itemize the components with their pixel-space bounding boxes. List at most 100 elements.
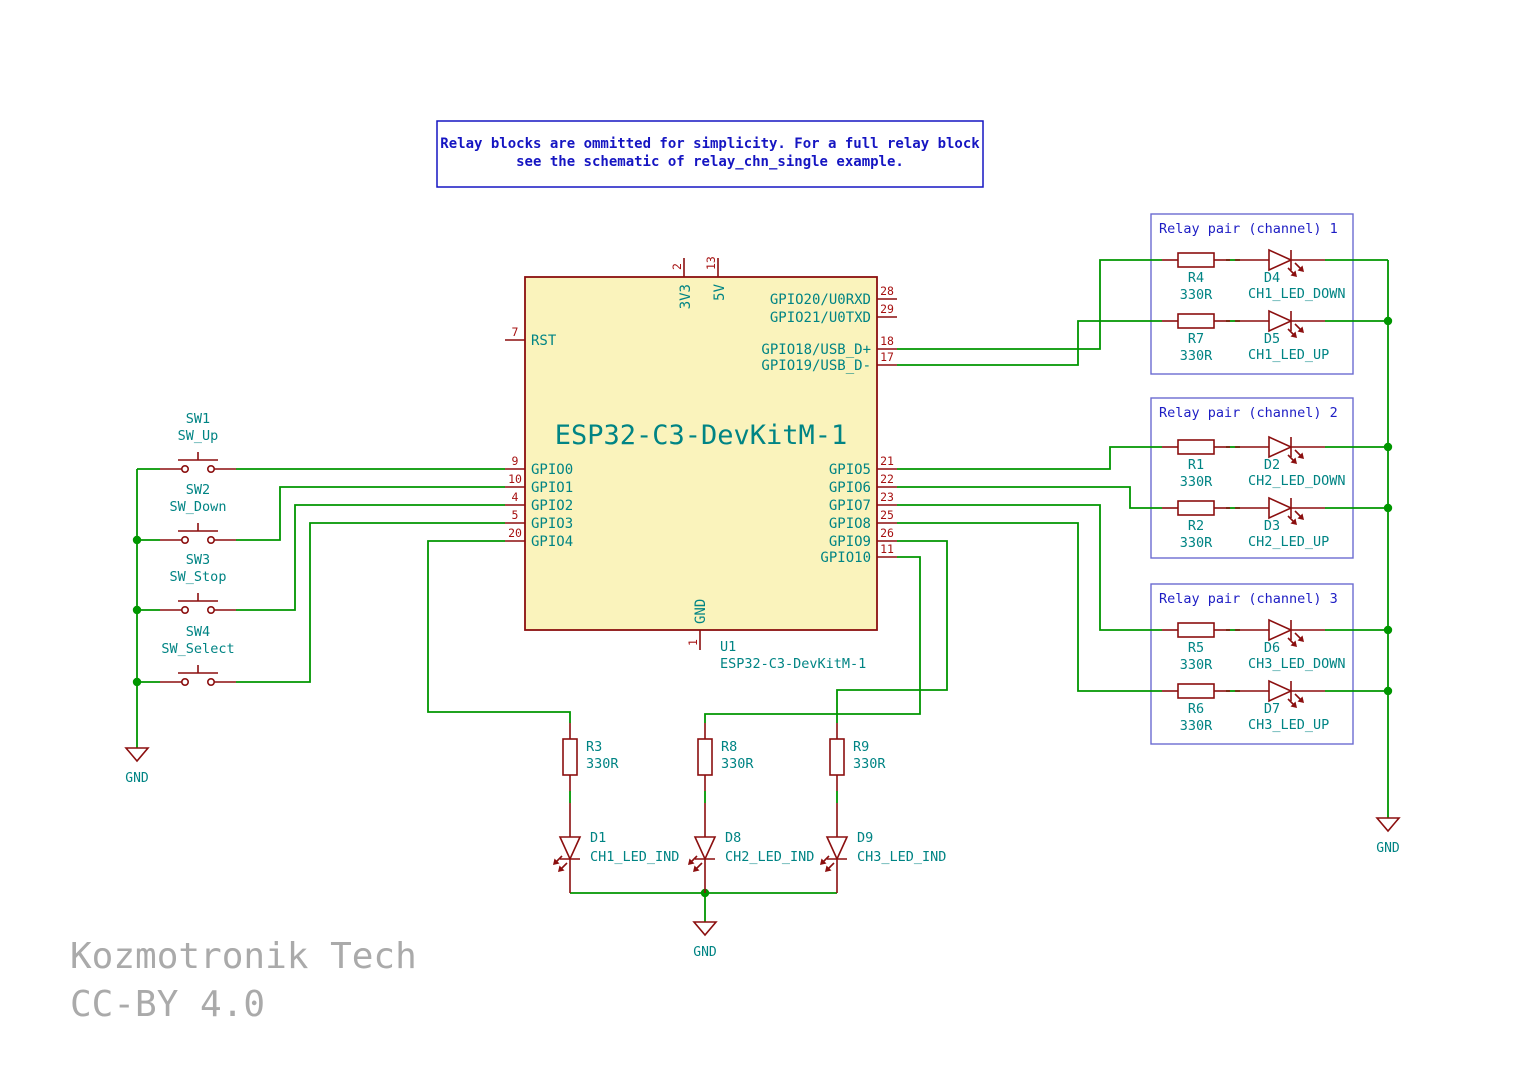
push-button-symbol xyxy=(159,451,237,474)
pin-number: 28 xyxy=(880,284,894,298)
indicator-chain-3: R9 330R D9 CH3_LED_IND xyxy=(820,723,946,893)
pin-number: 7 xyxy=(512,325,519,339)
wire-gpio9-r9 xyxy=(836,540,948,723)
pin-name: GPIO2 xyxy=(531,498,573,514)
footer-line-1: Kozmotronik Tech xyxy=(70,936,417,977)
esp32-symbol: ESP32-C3-DevKitM-1 7 9 10 4 5 20 RST GPI… xyxy=(505,256,897,672)
pin-name: GPIO18/USB_D+ xyxy=(761,342,871,358)
led-ref: D1 xyxy=(590,830,606,846)
pin-number: 29 xyxy=(880,302,894,316)
relay-block-1: R4 330R D4 CH1_LED_DOWN R7 330R D5 CH1_L… xyxy=(1161,249,1346,364)
wire-sw3-gpio2 xyxy=(236,504,505,611)
resistor-value: 330R xyxy=(586,756,619,772)
led-ref: D8 xyxy=(725,830,741,846)
switch-value: SW_Stop xyxy=(170,569,227,585)
note-line-2: see the schematic of relay_chn_single ex… xyxy=(516,154,904,170)
junction-dot xyxy=(132,535,142,545)
pin-number: 13 xyxy=(704,256,718,270)
gnd-right: GND xyxy=(1376,817,1400,856)
junctions xyxy=(132,316,1393,898)
led-value: CH1_LED_DOWN xyxy=(1248,286,1346,302)
pin-number: 10 xyxy=(508,472,522,486)
junction-dot xyxy=(132,605,142,615)
ic-ref: U1 xyxy=(720,639,736,655)
gnd-symbol xyxy=(125,747,149,762)
pin-number: 20 xyxy=(508,526,522,540)
resistor-ref: R2 xyxy=(1188,518,1204,534)
pin-number: 23 xyxy=(880,490,894,504)
switch-sw1: SW1 SW_Up xyxy=(159,411,237,474)
gnd-label: GND xyxy=(125,771,149,786)
switch-sw2: SW2 SW_Down xyxy=(159,482,237,545)
note-box: Relay blocks are ommitted for simplicity… xyxy=(436,120,984,188)
junction-dot xyxy=(1383,686,1393,696)
led-ref: D5 xyxy=(1264,331,1280,347)
resistor-symbol xyxy=(563,723,577,791)
junction-dot xyxy=(1383,625,1393,635)
resistor-ref: R9 xyxy=(853,739,869,755)
pin-name: GPIO10 xyxy=(820,550,871,566)
switch-sw4: SW4 SW_Select xyxy=(159,624,237,687)
led-ref: D7 xyxy=(1264,701,1280,717)
switch-sw3: SW3 SW_Stop xyxy=(159,552,237,615)
pin-name: GPIO9 xyxy=(829,534,871,550)
pin-number: 18 xyxy=(880,334,894,348)
relay-block-2-title: Relay pair (channel) 2 xyxy=(1159,405,1338,421)
pin-number: 5 xyxy=(512,508,519,522)
pin-name: GPIO8 xyxy=(829,516,871,532)
wire-sw2-gpio1 xyxy=(236,486,505,541)
resistor-symbol xyxy=(698,723,712,791)
wire-gpio19-ch1 xyxy=(897,320,1162,366)
gnd-symbol xyxy=(1376,817,1400,832)
relay-block-2: R1 330R D2 CH2_LED_DOWN R2 330R D3 CH2_L… xyxy=(1161,436,1346,551)
switch-ref: SW3 xyxy=(186,552,210,568)
led-value: CH1_LED_IND xyxy=(590,849,679,865)
relay-block-1-title: Relay pair (channel) 1 xyxy=(1159,221,1338,237)
relay-block-frames: Relay pair (channel) 1 Relay pair (chann… xyxy=(1150,213,1354,745)
resistor-ref: R4 xyxy=(1188,270,1204,286)
pin-name: GPIO19/USB_D- xyxy=(761,358,871,374)
resistor-symbol xyxy=(1161,622,1231,638)
led-value: CH2_LED_DOWN xyxy=(1248,473,1346,489)
pin-name: GPIO7 xyxy=(829,498,871,514)
wire-gpio6-ch2 xyxy=(897,486,1162,509)
wire-gpio4-r3 xyxy=(427,540,571,723)
pin-name: GPIO6 xyxy=(829,480,871,496)
resistor-symbol xyxy=(1161,252,1231,268)
pin-number: 25 xyxy=(880,508,894,522)
wire-gpio5-ch2 xyxy=(897,446,1162,470)
pin-number: 22 xyxy=(880,472,894,486)
led-ref: D2 xyxy=(1264,457,1280,473)
relay-block-3-frame xyxy=(1150,583,1354,745)
led-value: CH2_LED_IND xyxy=(725,849,814,865)
resistor-ref: R7 xyxy=(1188,331,1204,347)
pin-number: 2 xyxy=(670,263,684,270)
pin-name: GPIO4 xyxy=(531,534,573,550)
push-button-symbol xyxy=(159,522,237,545)
wire-gpio8-ch3 xyxy=(897,522,1162,692)
relay-block-2-frame xyxy=(1150,397,1354,559)
pin-name: 5V xyxy=(712,283,728,300)
junction-dot xyxy=(1383,442,1393,452)
resistor-value: 330R xyxy=(1180,474,1213,490)
note-line-1: Relay blocks are ommitted for simplicity… xyxy=(440,136,980,152)
pin-name: 3V3 xyxy=(678,284,694,309)
led-ref: D9 xyxy=(857,830,873,846)
resistor-symbol xyxy=(1161,439,1231,455)
junction-dot xyxy=(1383,316,1393,326)
relay-block-3-title: Relay pair (channel) 3 xyxy=(1159,591,1338,607)
resistor-value: 330R xyxy=(721,756,754,772)
footer: Kozmotronik Tech CC-BY 4.0 xyxy=(70,936,417,1025)
pin-number: 11 xyxy=(880,542,894,556)
led-ref: D4 xyxy=(1264,270,1280,286)
pin-number: 26 xyxy=(880,526,894,540)
resistor-ref: R6 xyxy=(1188,701,1204,717)
junction-dot xyxy=(132,677,142,687)
relay-block-1-frame xyxy=(1150,213,1354,375)
pin-number: 17 xyxy=(880,350,894,364)
resistor-value: 330R xyxy=(853,756,886,772)
footer-line-2: CC-BY 4.0 xyxy=(70,984,265,1025)
resistor-value: 330R xyxy=(1180,348,1213,364)
gnd-label: GND xyxy=(1376,841,1400,856)
